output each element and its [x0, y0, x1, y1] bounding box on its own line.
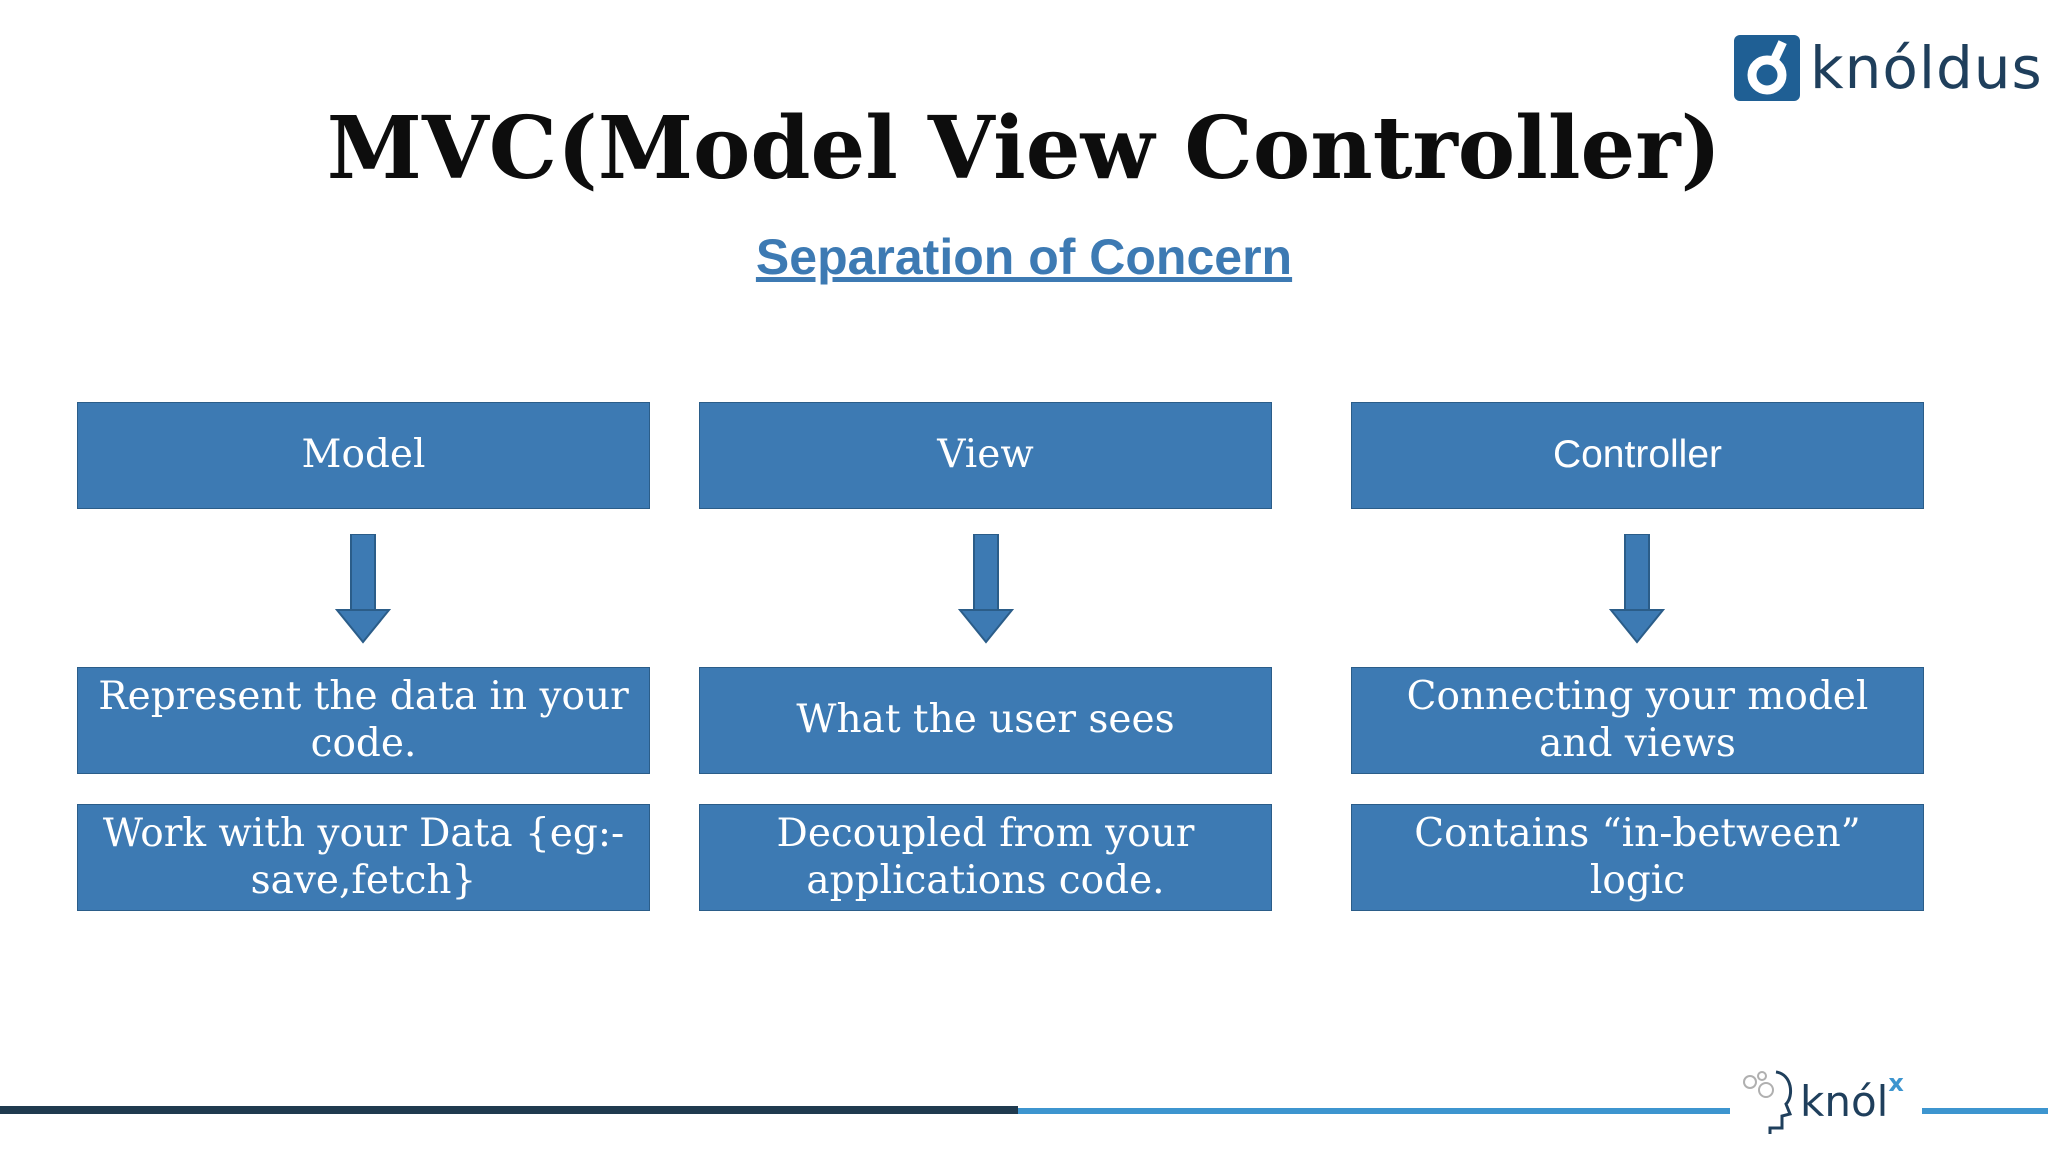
knolx-sup: x	[1888, 1069, 1904, 1097]
model-heading-box: Model	[77, 402, 650, 509]
view-desc-box: What the user sees	[699, 667, 1272, 774]
footer-bar-dark	[0, 1106, 1018, 1114]
controller-desc-box: Connecting your model and views	[1351, 667, 1924, 774]
logo-text: knóldus	[1810, 34, 2043, 102]
controller-detail-box: Contains “in-between” logic	[1351, 804, 1924, 911]
footer-bar-light	[1922, 1108, 2048, 1114]
knoldus-logo: knóldus	[1734, 34, 2043, 102]
model-detail-box: Work with your Data {eg:-save,fetch}	[77, 804, 650, 911]
knoldus-logo-icon	[1734, 35, 1800, 101]
page-subtitle: Separation of Concern	[755, 229, 1293, 285]
down-arrow-icon	[1609, 534, 1665, 644]
view-heading-box: View	[699, 402, 1272, 509]
head-gears-icon	[1743, 1070, 1793, 1134]
controller-heading-box: Controller	[1351, 402, 1924, 509]
view-detail-box: Decoupled from your applications code.	[699, 804, 1272, 911]
knolx-text: knól	[1800, 1076, 1889, 1126]
knolx-logo: knól x	[1736, 1056, 1922, 1146]
down-arrow-icon	[335, 534, 391, 644]
footer-bar-light	[1018, 1108, 1730, 1114]
page-title: MVC(Model View Controller)	[326, 98, 1722, 199]
model-desc-box: Represent the data in your code.	[77, 667, 650, 774]
down-arrow-icon	[958, 534, 1014, 644]
